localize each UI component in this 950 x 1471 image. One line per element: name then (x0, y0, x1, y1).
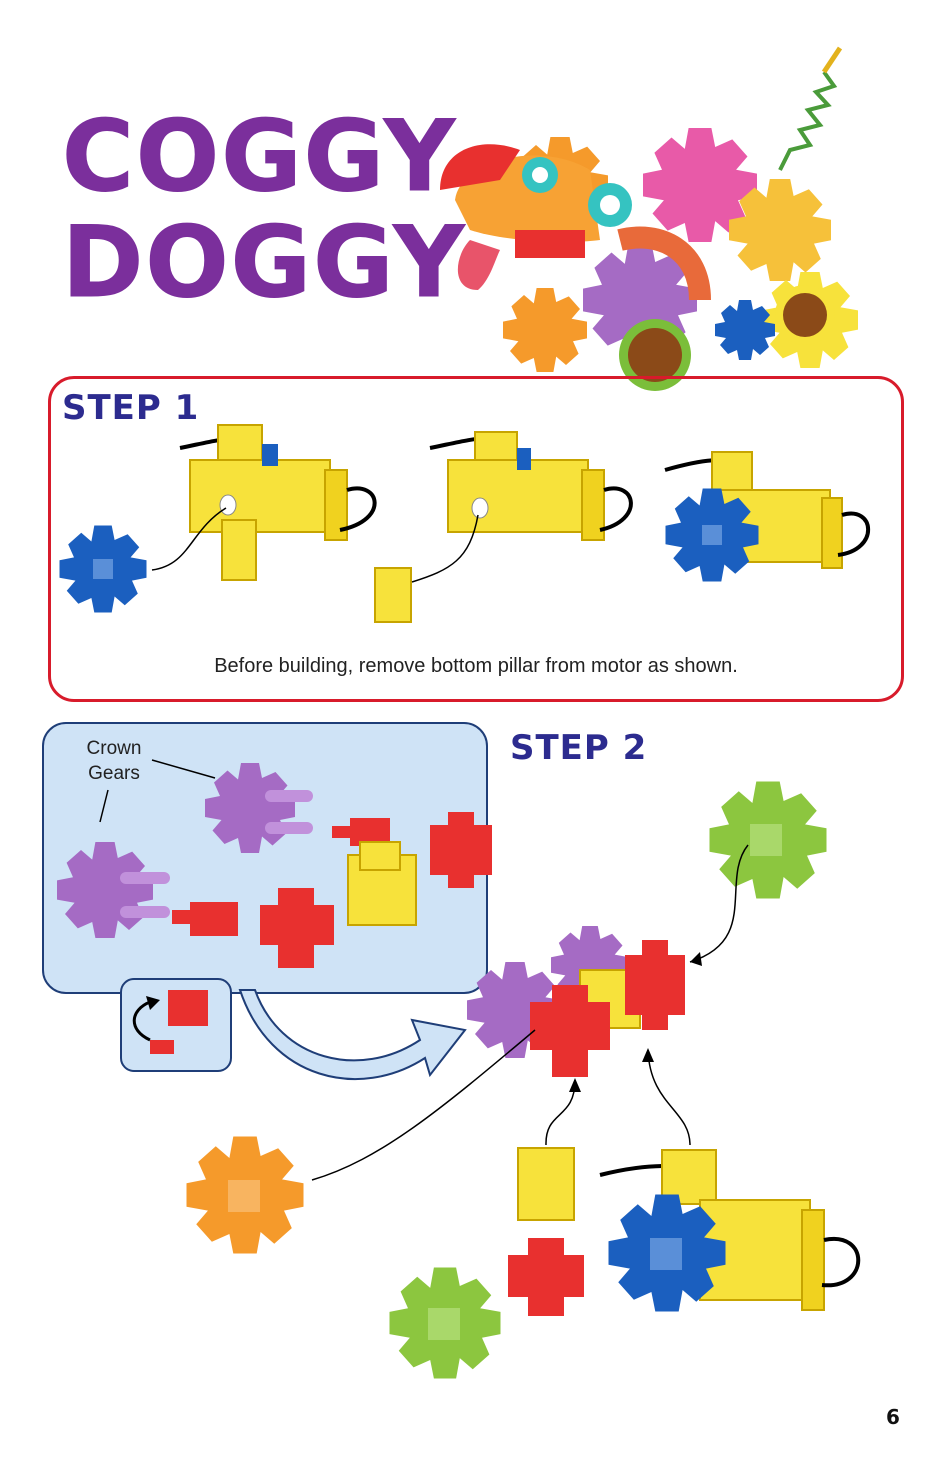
arrow-icon (240, 990, 465, 1079)
crown-gear-icon (57, 842, 153, 938)
connector-icon (260, 888, 334, 968)
crown-gear-icon (205, 763, 295, 853)
page-number: 6 (886, 1405, 900, 1429)
connector-icon (430, 812, 492, 888)
connector-icon (172, 902, 238, 936)
